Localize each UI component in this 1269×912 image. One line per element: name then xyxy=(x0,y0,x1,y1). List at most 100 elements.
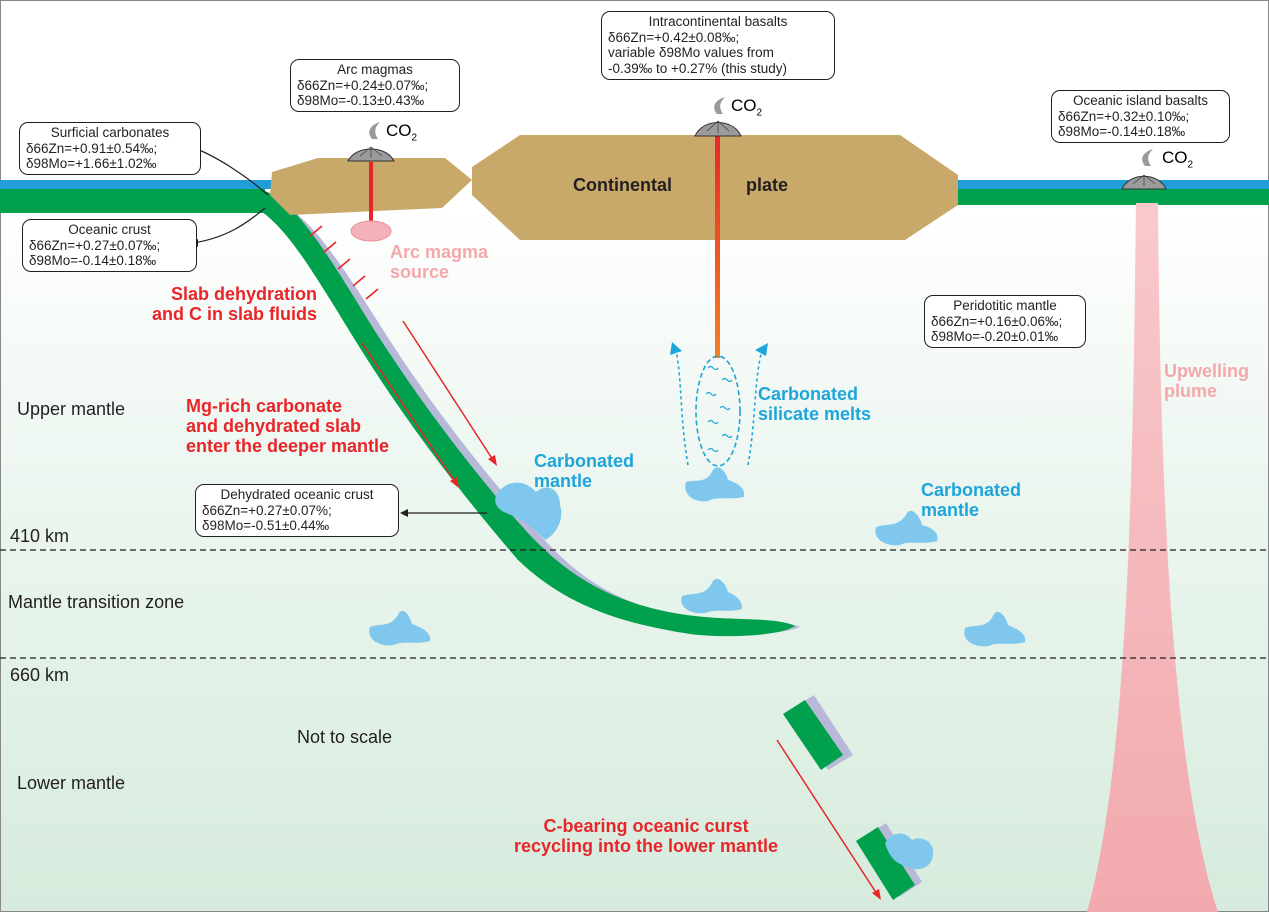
intracontinental-mo-a: variable δ98Mo values from xyxy=(608,45,774,61)
upwelling-line1: Upwelling xyxy=(1164,361,1249,381)
carbonated-blob-3 xyxy=(875,510,938,546)
arc-magma-source xyxy=(350,220,392,242)
co2-subscript: 2 xyxy=(1187,159,1194,171)
intracontinental-zn: δ66Zn=+0.42±0.08‰; xyxy=(608,29,740,45)
dehydrated-title: Dehydrated oceanic crust xyxy=(220,487,374,502)
co2-text: CO xyxy=(1162,148,1188,167)
co2-text: CO xyxy=(731,96,757,115)
arc-conduit xyxy=(369,162,373,222)
mg-rich-line3: enter the deeper mantle xyxy=(186,436,390,457)
melt-arrowhead-left xyxy=(670,342,682,355)
carbonated-mantle-1-line2: mantle xyxy=(534,471,593,492)
ocean-left xyxy=(0,180,272,189)
slab-dehydration-label: Slab dehydration and C in slab fluids xyxy=(152,284,317,324)
arc-magmas-box: Arc magmas δ66Zn=+0.24±0.07‰; δ98Mo=-0.1… xyxy=(290,59,460,112)
surficial-carbonates-box: Surficial carbonates δ66Zn=+0.91±0.54‰; … xyxy=(19,122,201,175)
peridotitic-zn: δ66Zn=+0.16±0.06‰; xyxy=(931,313,1063,329)
leader-arrowhead-dehydrated xyxy=(400,509,408,517)
co2-plume-icon-arc xyxy=(369,122,380,139)
carbonated-mantle-label-2: Carbonated mantle xyxy=(921,480,1021,520)
co2-label-intraplate: CO2 xyxy=(731,96,762,119)
oib-volcano-icon xyxy=(1121,174,1167,190)
arc-source-label: Arc magma source xyxy=(390,242,488,282)
intracontinental-title: Intracontinental basalts xyxy=(648,14,788,29)
carbonated-blob-7 xyxy=(885,833,934,870)
continental-label: Continental xyxy=(573,175,672,195)
oceanic-crust-zn: δ66Zn=+0.27±0.07‰; xyxy=(29,237,161,253)
depth-660-label: 660 km xyxy=(10,665,70,685)
c-bearing-line2: recycling into the lower mantle xyxy=(514,836,779,857)
dehydrated-crust-box: Dehydrated oceanic crust δ66Zn=+0.27±0.0… xyxy=(195,484,399,537)
carbonated-blob-1 xyxy=(495,482,562,540)
depth-410-label: 410 km xyxy=(10,526,70,546)
carbonated-silicate-line1: Carbonated xyxy=(758,384,859,404)
co2-subscript: 2 xyxy=(756,107,763,119)
slab-fragment-lower xyxy=(856,827,915,900)
co2-text: CO xyxy=(386,121,412,140)
co2-subscript: 2 xyxy=(411,132,418,144)
carbonated-mantle-2-line2: mantle xyxy=(921,500,980,521)
dehydrated-mo: δ98Mo=-0.51±0.44‰ xyxy=(202,518,330,534)
co2-plume-icon-intraplate xyxy=(714,97,725,114)
lithosphere-right xyxy=(958,189,1269,205)
carbonated-blob-2 xyxy=(685,467,745,502)
surficial-mo: δ98Mo=+1.66±1.02‰ xyxy=(26,156,157,172)
slab-fragment-upper xyxy=(783,700,843,770)
oib-box: Oceanic island basalts δ66Zn=+0.32±0.10‰… xyxy=(1051,90,1230,143)
c-bearing-line1: C-bearing oceanic curst xyxy=(543,816,749,836)
mg-rich-line2: and dehydrated slab xyxy=(186,416,362,437)
intraplate-conduit xyxy=(715,136,720,358)
oib-mo: δ98Mo=-0.14±0.18‰ xyxy=(1058,124,1186,140)
melt-arrowhead-right xyxy=(755,343,768,356)
intracontinental-box: Intracontinental basalts δ66Zn=+0.42±0.0… xyxy=(601,11,835,80)
melt-ellipse xyxy=(695,355,741,467)
lower-mantle-label: Lower mantle xyxy=(17,773,126,793)
oceanic-crust-mo: δ98Mo=-0.14±0.18‰ xyxy=(29,253,157,269)
arc-magmas-mo: δ98Mo=-0.13±0.43‰ xyxy=(297,93,425,109)
carbonated-blob-5 xyxy=(369,610,431,646)
dehydrated-zn: δ66Zn=+0.27±0.07%; xyxy=(202,502,332,518)
ocean-right xyxy=(958,180,1269,189)
surficial-carbonates-title: Surficial carbonates xyxy=(50,125,170,140)
peridotitic-title: Peridotitic mantle xyxy=(953,298,1057,313)
arc-magmas-title: Arc magmas xyxy=(337,62,413,77)
carbonated-silicate-label: Carbonated silicate melts xyxy=(758,384,871,424)
upwelling-plume xyxy=(1087,203,1218,912)
mg-rich-label: Mg-rich carbonate and dehydrated slab en… xyxy=(186,396,389,456)
subducting-slab xyxy=(262,190,795,637)
melt-dotted-arrows xyxy=(675,349,763,466)
carbonated-mantle-2-line1: Carbonated xyxy=(921,480,1022,500)
mtz-label: Mantle transition zone xyxy=(8,592,185,612)
carbonated-mantle-1-line1: Carbonated xyxy=(534,451,635,471)
arc-source-line1: Arc magma xyxy=(390,242,489,262)
not-to-scale-label: Not to scale xyxy=(297,727,393,747)
oceanic-crust-box: Oceanic crust δ66Zn=+0.27±0.07‰; δ98Mo=-… xyxy=(22,219,197,272)
plate-label: plate xyxy=(746,175,789,195)
melt-squiggles xyxy=(705,365,733,453)
upwelling-line2: plume xyxy=(1164,381,1218,402)
carbonated-blob-4 xyxy=(681,578,743,614)
carbonated-silicate-line2: silicate melts xyxy=(758,404,872,425)
dehydration-ticks xyxy=(309,225,379,300)
arc-volcano-icon xyxy=(347,146,395,162)
red-arrows xyxy=(361,320,881,900)
lithosphere-left xyxy=(0,189,265,213)
arc-source-line2: source xyxy=(390,262,450,283)
intracontinental-mo-b: -0.39‰ to +0.27% (this study) xyxy=(608,60,787,76)
peridotitic-mo: δ98Mo=-0.20±0.01‰ xyxy=(931,329,1059,345)
c-bearing-label: C-bearing oceanic curst recycling into t… xyxy=(514,816,778,856)
slab-dehydration-line2: and C in slab fluids xyxy=(152,304,318,325)
oib-zn: δ66Zn=+0.32±0.10‰; xyxy=(1058,108,1190,124)
oib-title: Oceanic island basalts xyxy=(1072,93,1209,108)
co2-label-oib: CO2 xyxy=(1162,148,1193,171)
carbonated-blob-6 xyxy=(964,611,1026,647)
arc-magmas-zn: δ66Zn=+0.24±0.07‰; xyxy=(297,77,429,93)
intraplate-volcano-icon xyxy=(694,120,742,137)
upper-mantle-label: Upper mantle xyxy=(17,399,126,419)
carbonated-mantle-label-1: Carbonated mantle xyxy=(534,451,634,491)
mg-rich-line1: Mg-rich carbonate xyxy=(186,396,343,416)
upwelling-plume-label: Upwelling plume xyxy=(1164,361,1249,401)
slab-dehydration-line1: Slab dehydration xyxy=(170,284,318,304)
oceanic-crust-title: Oceanic crust xyxy=(68,222,151,237)
